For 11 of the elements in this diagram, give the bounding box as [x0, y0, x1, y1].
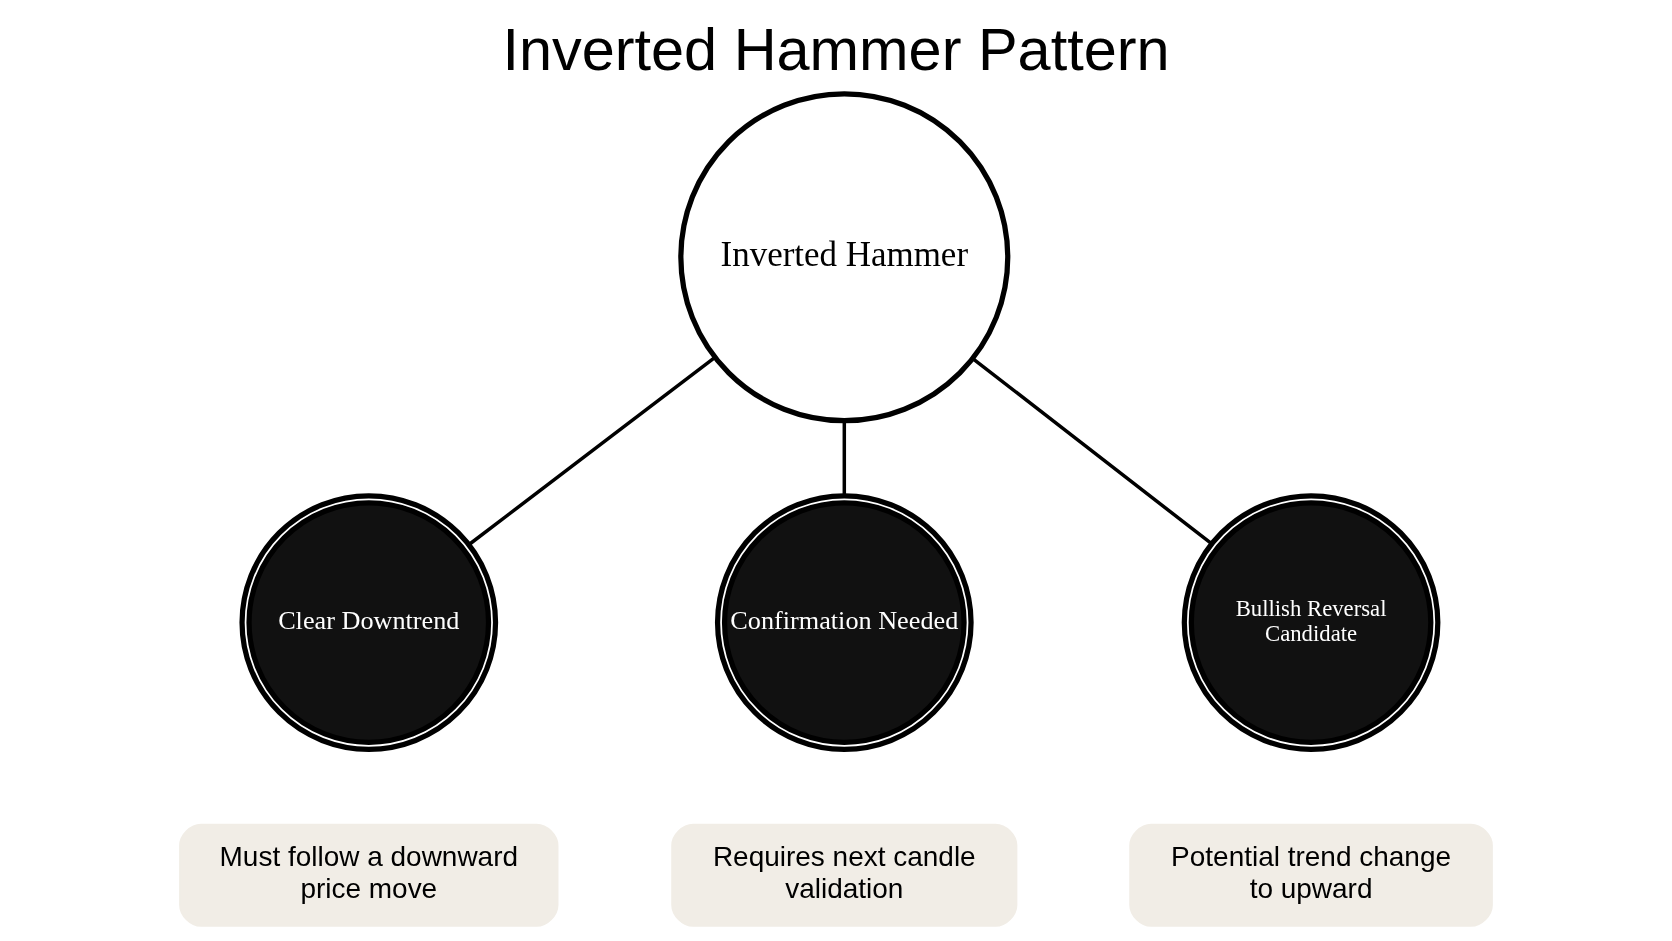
node-circle: Bullish Reversal Candidate [1181, 493, 1441, 752]
node-circle: Inverted Hammer [678, 91, 1011, 424]
connector [972, 357, 1213, 546]
node-box: Must follow a downward price move [179, 823, 559, 927]
node-circle: Confirmation Needed [714, 493, 974, 752]
node-circle: Clear Downtrend [239, 493, 499, 752]
node-box: Potential trend change to upward [1129, 823, 1493, 927]
diagram-title: Inverted Hammer Pattern [502, 15, 1170, 83]
connector [468, 355, 717, 546]
connector [842, 420, 847, 496]
node-box: Requires next candle validation [671, 823, 1018, 927]
